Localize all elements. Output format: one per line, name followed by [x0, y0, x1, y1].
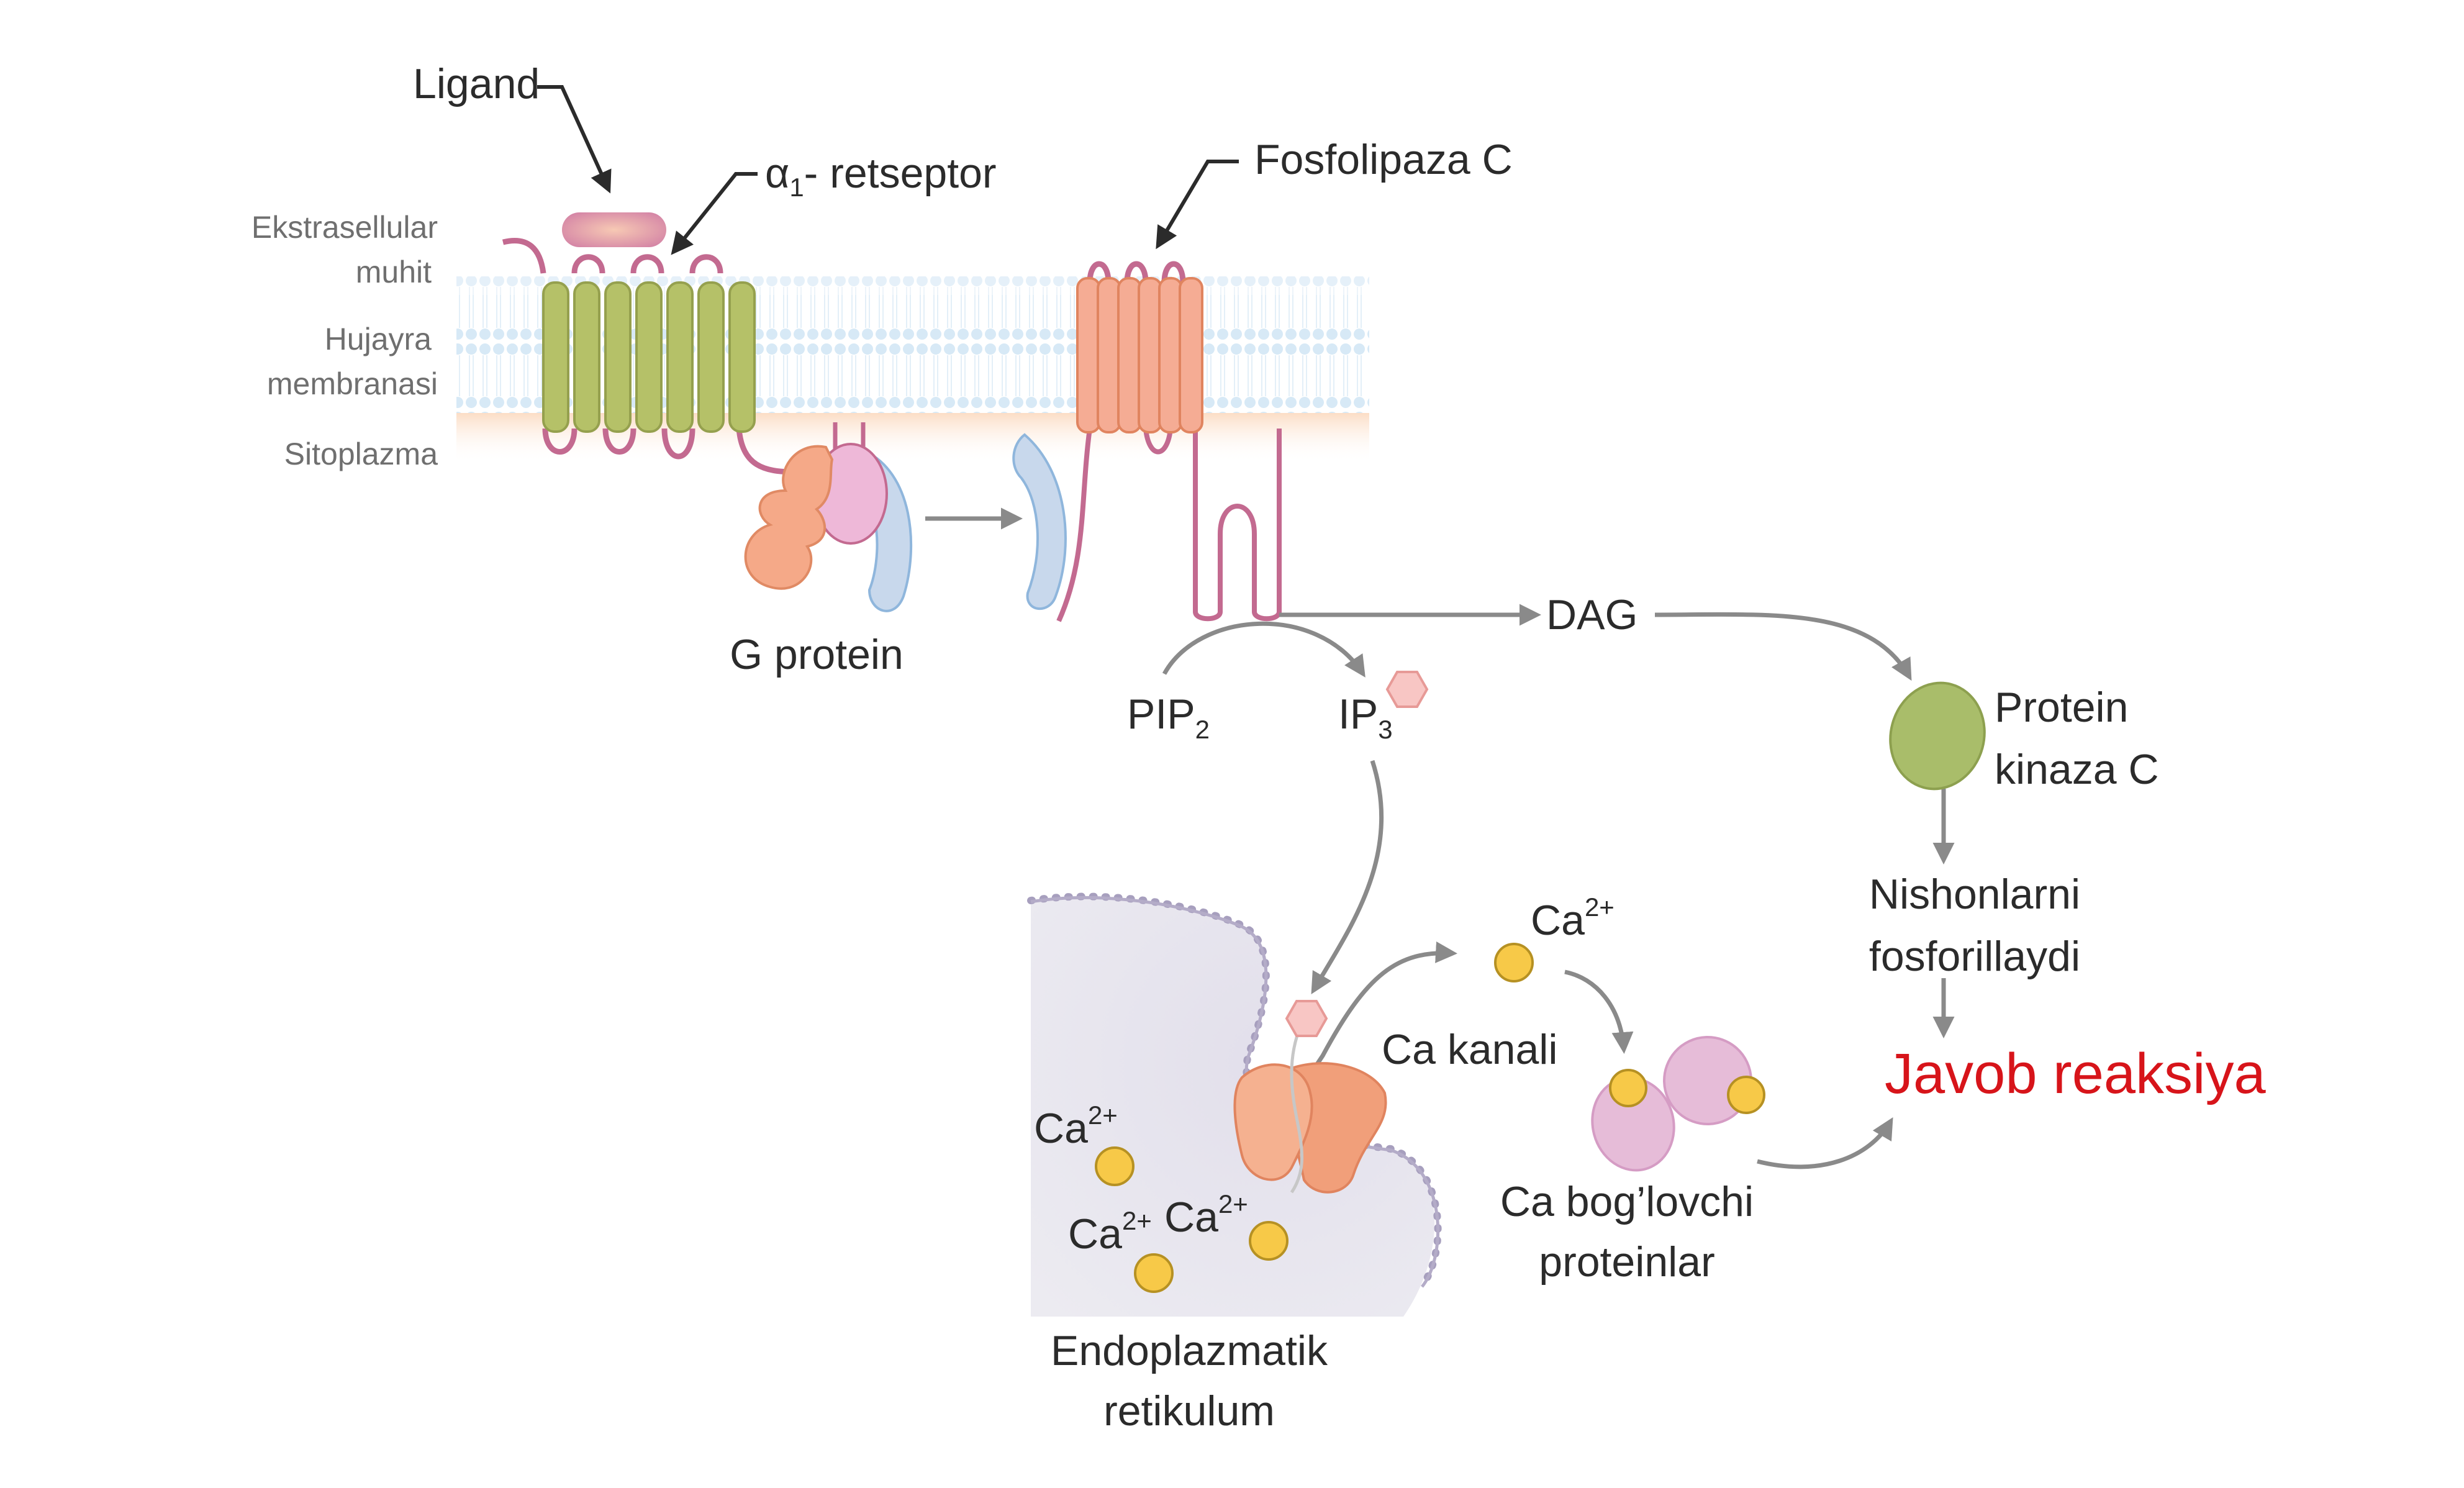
g-beta-gamma-subunit [1012, 433, 1067, 610]
label-ligand: Ligand [413, 60, 540, 107]
label-dag: DAG [1546, 591, 1637, 638]
calcium-ion [1134, 1253, 1174, 1293]
calcium-ions [1095, 943, 1534, 1293]
ip3-bound-hexagon [1285, 1000, 1328, 1037]
label-alpha1-receptor: α1- retseptor [765, 150, 997, 202]
arrow-binding-to-response [1757, 1117, 1893, 1169]
ca-binding-proteins [1591, 1036, 1765, 1172]
protein-kinase-c [1889, 681, 1986, 791]
label-cytoplasm: Sitoplazma [284, 437, 438, 471]
alpha1-receptor [502, 237, 795, 475]
text-labels: Ligand α1- retseptor Fosfolipaza C Ekstr… [251, 60, 2267, 1435]
label-er-line1: Endoplazmatik [1051, 1327, 1328, 1374]
ligand-molecule [562, 212, 666, 247]
label-response: Javob reaksiya [1885, 1042, 2266, 1105]
label-extracellular-line1: Ekstrasellular [251, 210, 438, 245]
endoplasmic-reticulum [1027, 892, 1442, 1317]
label-ca-er-1: Ca2+ [1034, 1100, 1118, 1152]
label-pkc-line2: kinaza C [1995, 746, 2159, 793]
calcium-ion [1095, 1146, 1135, 1186]
calcium-ion [1494, 943, 1534, 982]
ca-channel [1233, 1017, 1387, 1194]
plc-leader [1156, 160, 1239, 250]
bound-calcium-ion [1727, 1076, 1765, 1114]
phospholipase-c [1056, 261, 1282, 622]
label-er-line2: retikulum [1103, 1387, 1275, 1435]
label-ca-channel: Ca kanali [1382, 1026, 1558, 1073]
label-extracellular-line2: muhit [356, 255, 432, 289]
label-phosphorylates-line2: fosforillaydi [1869, 933, 2080, 980]
bound-calcium-ion [1609, 1069, 1647, 1107]
label-ca-free: Ca2+ [1531, 892, 1615, 944]
label-ca-binding-line2: proteinlar [1539, 1238, 1715, 1286]
label-ca-er-3: Ca2+ [1164, 1189, 1248, 1241]
calcium-ion [1249, 1221, 1289, 1261]
label-pip2: PIP2 [1127, 691, 1210, 744]
label-membrane-line1: Hujayra [325, 322, 432, 356]
arrow-dag-to-pkc [1654, 612, 1912, 681]
label-g-protein: G protein [730, 631, 904, 678]
label-ip3: IP3 [1338, 691, 1393, 744]
label-phosphorylates-line1: Nishonlarni [1869, 871, 2080, 918]
arrow-ip3-to-channel [1311, 760, 1384, 995]
ip3-hexagon [1385, 671, 1429, 708]
label-ca-binding-line1: Ca bog’lovchi [1500, 1178, 1754, 1225]
label-ca-er-2: Ca2+ [1068, 1206, 1152, 1258]
receptor-leader [671, 172, 758, 255]
label-phospholipase-c: Fosfolipaza C [1254, 136, 1513, 183]
g-protein [744, 422, 913, 612]
label-membrane-line2: membranasi [267, 366, 438, 401]
ligand-leader [537, 85, 612, 194]
leader-lines [537, 85, 1239, 255]
label-pkc-line1: Protein [1995, 684, 2128, 731]
arrow-pip2-to-ip3 [1162, 621, 1366, 678]
arrow-ca-to-binding [1564, 969, 1634, 1054]
